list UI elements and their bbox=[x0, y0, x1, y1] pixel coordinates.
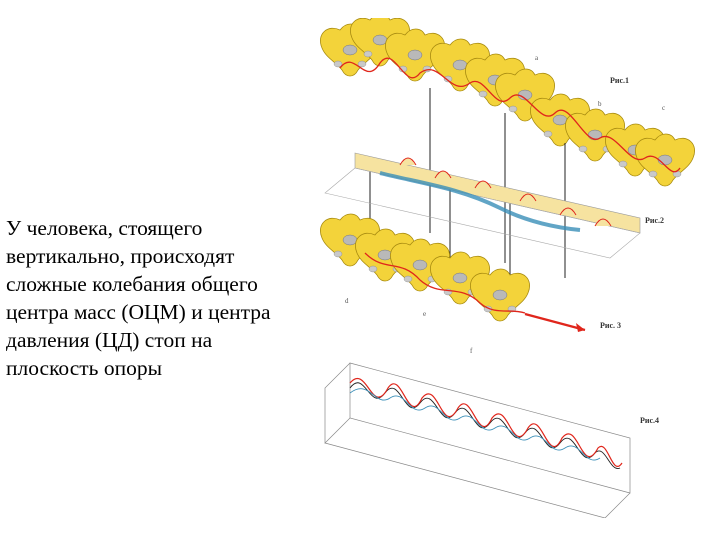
letter-label: c bbox=[662, 104, 665, 112]
caption-text: У человека, стоящего вертикально, происх… bbox=[6, 214, 356, 382]
caption-line: давления (ЦД) стоп на bbox=[6, 326, 356, 354]
caption-line: центра масс (ОЦМ) и центра bbox=[6, 298, 356, 326]
oscillation-curve-black bbox=[350, 383, 620, 469]
caption-line: сложные колебания общего bbox=[6, 270, 356, 298]
caption-line: вертикально, происходят bbox=[6, 242, 356, 270]
direction-arrow bbox=[525, 314, 585, 330]
letter-label: f bbox=[470, 347, 473, 355]
box-fig4 bbox=[325, 363, 630, 518]
caption-line: У человека, стоящего bbox=[6, 214, 356, 242]
fig4-label: Рис.4 bbox=[640, 416, 659, 425]
oscillation-curve-blue bbox=[350, 389, 600, 460]
caption-line: плоскость опоры bbox=[6, 354, 356, 382]
fig2-label: Рис.2 bbox=[645, 216, 664, 225]
letter-label: e bbox=[423, 310, 426, 318]
fig3-label: Рис. 3 bbox=[600, 321, 621, 330]
letter-label: b bbox=[598, 100, 602, 108]
fig1-label: Рис.1 bbox=[610, 76, 629, 85]
letter-label: a bbox=[535, 54, 539, 62]
pelvis-oscillation-figure: Рис.1 Рис.2 Рис. 3 Рис.4 a b c d e f bbox=[310, 18, 710, 518]
